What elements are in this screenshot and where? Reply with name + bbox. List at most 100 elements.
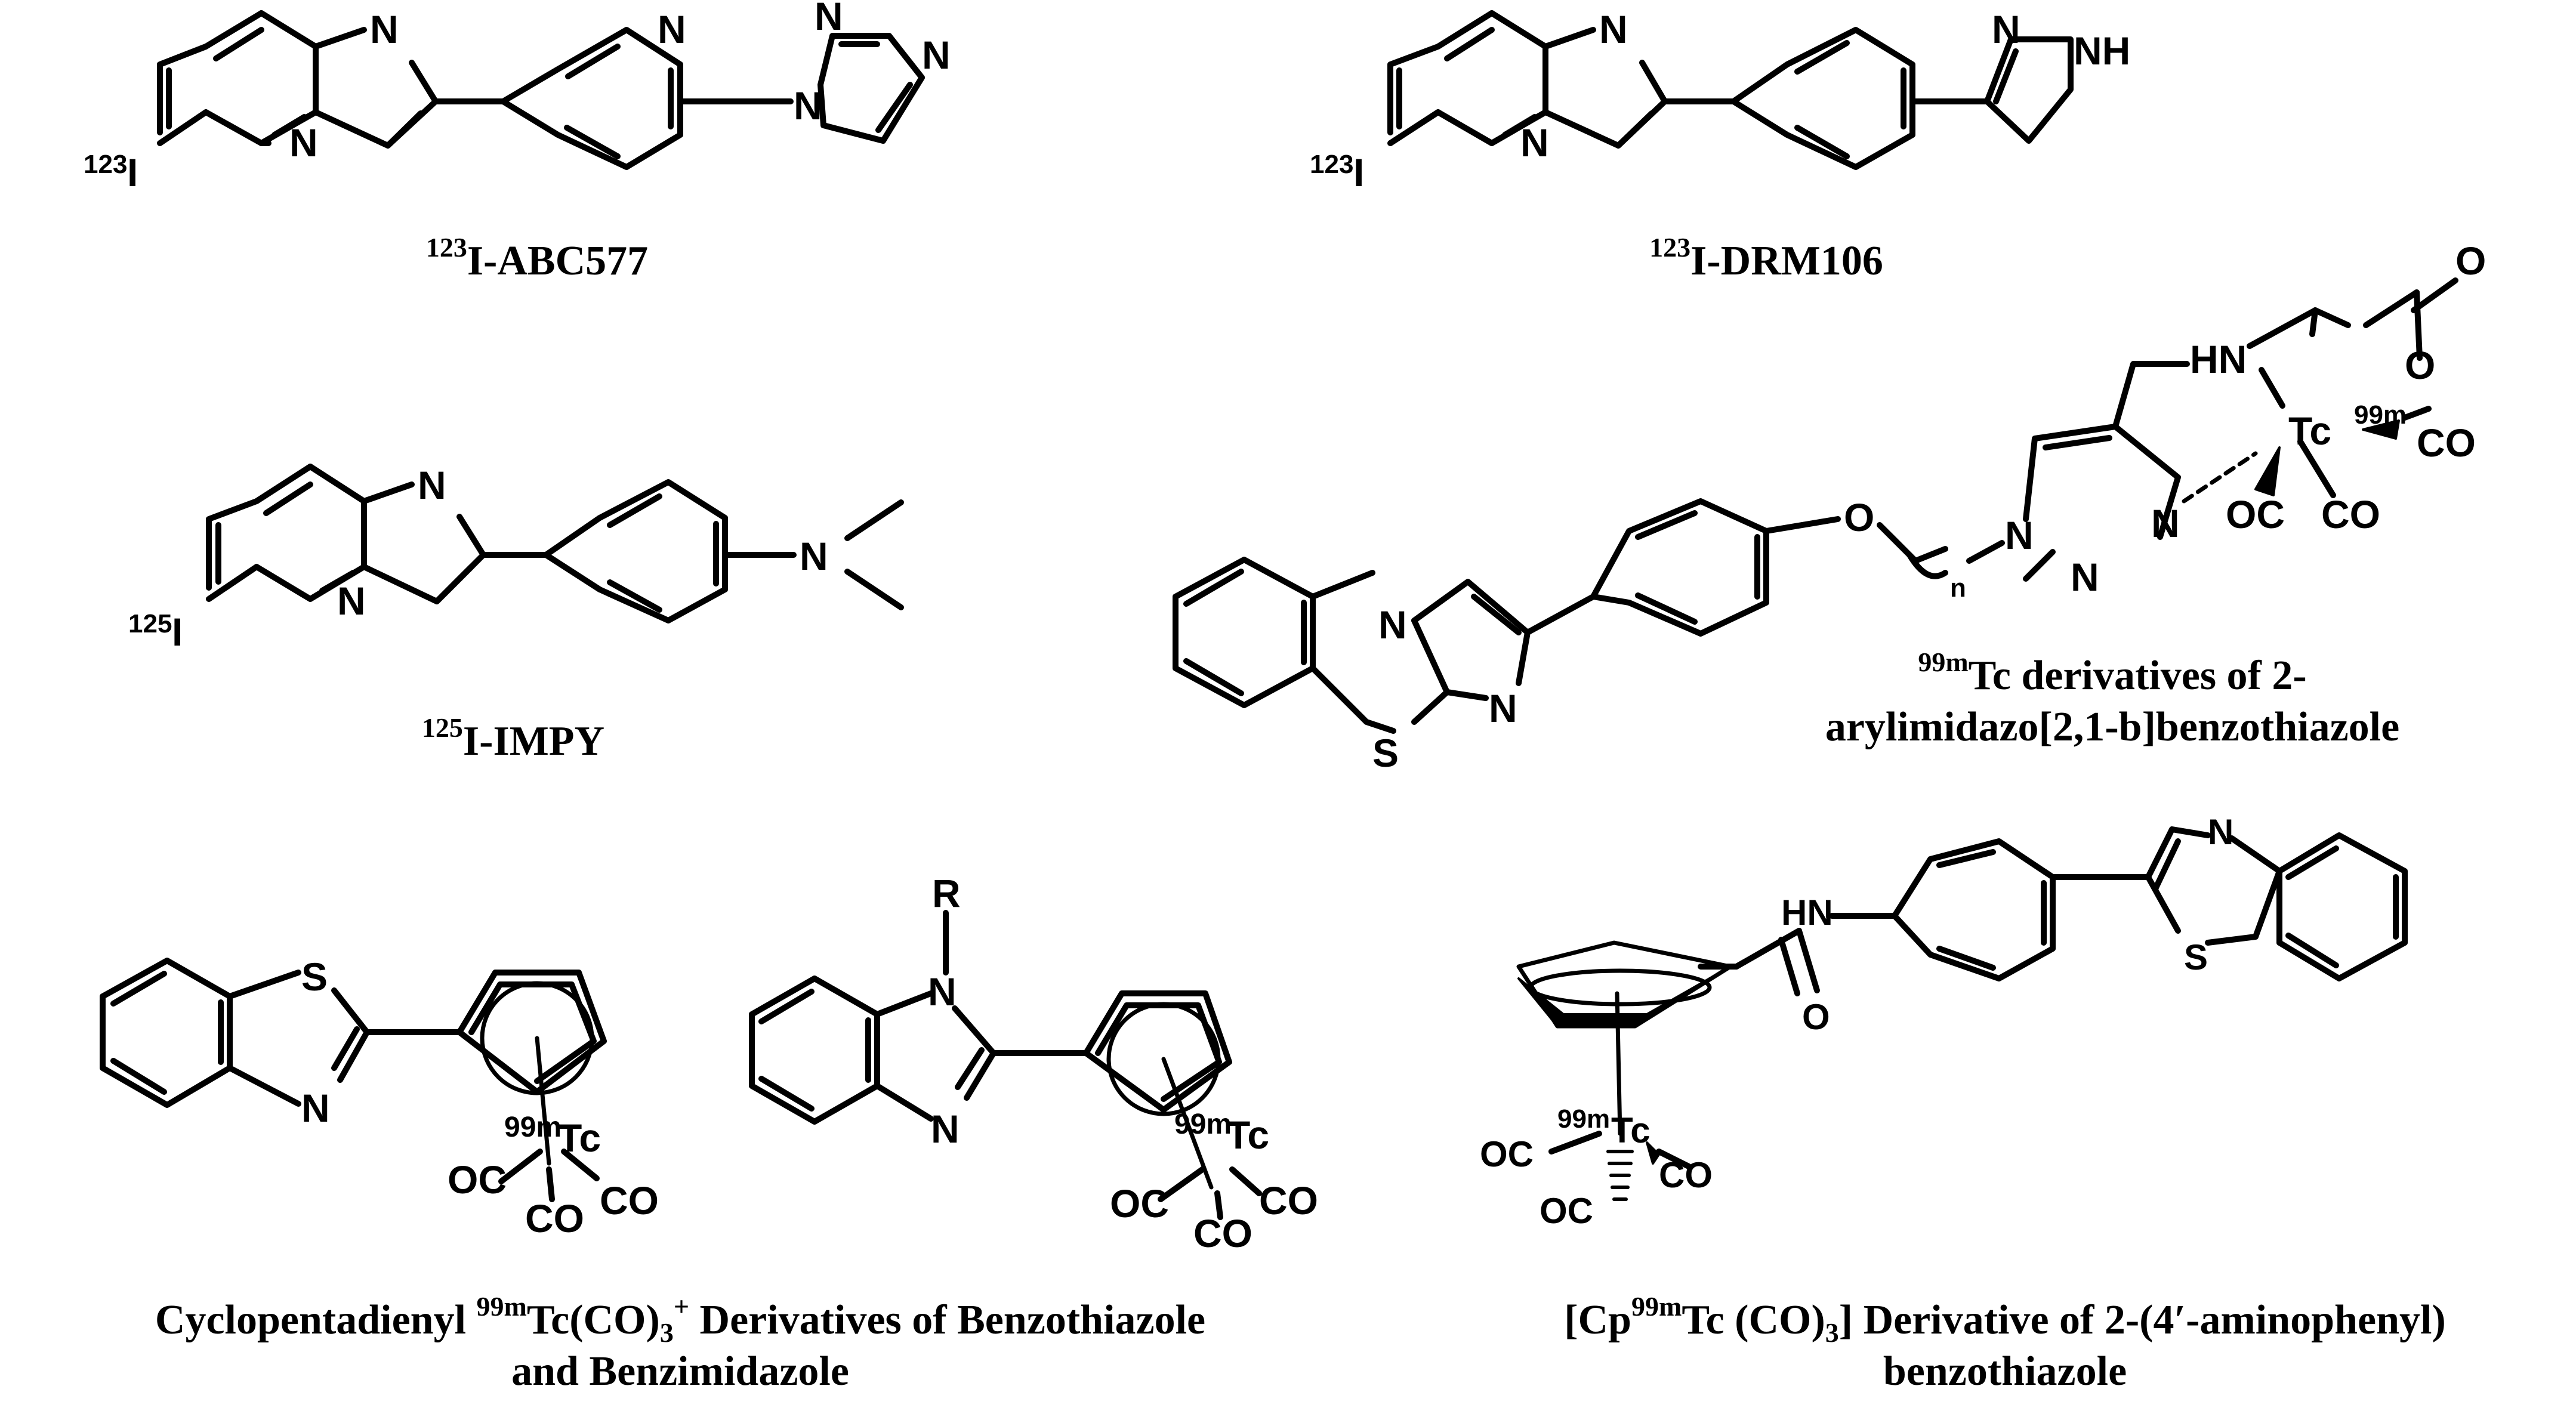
cp-hash-bond xyxy=(1606,1150,1634,1201)
cp-btz-structure xyxy=(100,958,607,1202)
tc-benzothiazole-structure xyxy=(1173,277,2458,734)
abc577-caption: 123I-ABC577 xyxy=(358,234,716,287)
cpa-co-2: CO xyxy=(1659,1155,1713,1195)
cpz-co-3: CO xyxy=(1259,1178,1318,1223)
drm106-structure xyxy=(1387,10,2074,170)
abc577-n-imidazole: N xyxy=(370,7,399,51)
cp-left-caption: Cyclopentadienyl 99mTc(CO)3+ Derivatives… xyxy=(6,1293,1355,1397)
tcb-o-ester: O xyxy=(2405,343,2435,387)
cpa-s: S xyxy=(2184,937,2208,977)
cp-left-caption-part1: Cyclopentadienyl xyxy=(155,1297,477,1343)
cpb-co-2: CO xyxy=(525,1196,584,1240)
impy-n-bridgehead: N xyxy=(337,579,366,623)
abc577-n-triazole-2: N xyxy=(815,0,843,38)
cpb-tc: Tc xyxy=(558,1116,601,1160)
tcb-o-carbonyl: O xyxy=(2455,239,2486,283)
impy-caption: 125I-IMPY xyxy=(358,714,668,767)
tcb-tc: Tc xyxy=(2288,409,2331,453)
cpa-hn: HN xyxy=(1781,893,1833,933)
cp-left-caption-sup2: + xyxy=(673,1291,690,1322)
cp-right-caption-line2: benzothiazole xyxy=(1883,1348,2127,1394)
abc577-n-bridgehead: N xyxy=(289,121,318,165)
drm106-iodine-mass: 123 xyxy=(1310,150,1353,179)
drm106-n-pyrazole: N xyxy=(1992,7,2020,51)
impy-caption-mass: 125 xyxy=(421,712,463,743)
tcb-co-3: CO xyxy=(2321,492,2380,536)
cpa-co-1: OC xyxy=(1480,1134,1534,1174)
tcb-n-triazole-3: N xyxy=(2151,501,2180,545)
cp-amide-structure xyxy=(1516,826,2408,1169)
impy-structure xyxy=(206,464,904,623)
cpa-co-3: OC xyxy=(1540,1191,1593,1231)
abc577-n-triazole-1: N xyxy=(794,84,822,128)
tcb-n-imidazole: N xyxy=(1489,686,1517,730)
tc-benzothiazole-caption-mass: 99m xyxy=(1918,647,1969,677)
cp-left-caption-part3: Derivatives of Benzothiazole xyxy=(689,1297,1206,1343)
cpz-co-1: OC xyxy=(1110,1181,1169,1225)
cp-left-caption-sub: 3 xyxy=(659,1317,674,1348)
drm106-iodine: I xyxy=(1353,150,1364,195)
cp-right-caption-part3: ] Derivative of 2-(4′-aminophenyl) xyxy=(1838,1297,2446,1343)
cp-bzim-structure xyxy=(749,910,1262,1220)
tcb-o-ether: O xyxy=(1844,495,1874,539)
cpz-r: R xyxy=(932,871,961,915)
impy-iodine-mass: 125 xyxy=(128,609,172,638)
abc577-structure xyxy=(157,10,925,170)
drm106-n-imidazole: N xyxy=(1599,7,1628,51)
cpb-co-3: CO xyxy=(600,1178,659,1223)
cp-right-caption-line1: [Cp99mTc (CO)3] Derivative of 2-(4′-amin… xyxy=(1462,1293,2548,1348)
cpb-sulfur: S xyxy=(301,955,328,999)
cp-right-caption-sub: 3 xyxy=(1825,1317,1839,1348)
cp-wedge-co xyxy=(1646,1141,1660,1165)
drm106-caption-mass: 123 xyxy=(1649,232,1691,263)
impy-n-imidazole: N xyxy=(418,463,446,507)
impy-caption-name: I-IMPY xyxy=(462,718,605,764)
cpa-n: N xyxy=(2208,812,2233,852)
tc-benzothiazole-caption-text1: Tc derivatives of 2- xyxy=(1968,653,2307,699)
cpz-co-2: CO xyxy=(1193,1211,1252,1255)
tc-wedge-bond-2 xyxy=(2362,419,2400,440)
cp-right-caption-sup1: 99m xyxy=(1631,1291,1682,1322)
cpz-tc: Tc xyxy=(1226,1113,1269,1157)
tcb-co-2: OC xyxy=(2226,492,2285,536)
abc577-caption-mass: 123 xyxy=(425,232,467,263)
tc-benzothiazole-caption-line1: 99mTc derivatives of 2- xyxy=(1730,647,2494,702)
cp-right-caption-part1: [Cp xyxy=(1564,1297,1631,1343)
abc577-n-triazole-3: N xyxy=(922,33,951,77)
tc-benzothiazole-caption: 99mTc derivatives of 2- arylimidazo[2,1-… xyxy=(1730,647,2494,753)
cp-wedge-front xyxy=(1517,965,1732,1027)
tcb-hn: HN xyxy=(2190,337,2247,381)
drm106-nh-pyrazole: NH xyxy=(2074,29,2130,73)
abc577-n-pyridine: N xyxy=(658,7,686,51)
cpa-o: O xyxy=(1802,997,1830,1037)
impy-n-amine: N xyxy=(800,534,828,578)
cp-left-caption-part2: Tc(CO) xyxy=(526,1297,660,1343)
cp-right-caption: [Cp99mTc (CO)3] Derivative of 2-(4′-amin… xyxy=(1462,1293,2548,1397)
cp-left-caption-line2: and Benzimidazole xyxy=(511,1348,849,1394)
tcb-co-1: CO xyxy=(2417,421,2476,465)
abc577-iodine-mass: 123 xyxy=(84,150,127,179)
drm106-caption: 123I-DRM106 xyxy=(1563,234,1969,287)
tcb-n-bridgehead: N xyxy=(1378,603,1407,647)
cp-left-caption-line1: Cyclopentadienyl 99mTc(CO)3+ Derivatives… xyxy=(6,1293,1355,1348)
tcb-chain-n: n xyxy=(1950,573,1966,603)
cpa-tc-mass: 99m xyxy=(1557,1104,1610,1134)
drm106-n-bridgehead: N xyxy=(1520,121,1549,165)
tc-wedge-bond xyxy=(2254,446,2281,496)
cpb-n: N xyxy=(301,1086,330,1130)
tcb-sulfur: S xyxy=(1372,731,1399,775)
abc577-iodine: I xyxy=(127,150,138,195)
cpb-tc-mass: 99m xyxy=(504,1112,562,1143)
drm106-caption-name: I-DRM106 xyxy=(1690,238,1883,284)
impy-iodine: I xyxy=(172,610,183,654)
cp-left-caption-sup1: 99m xyxy=(476,1291,527,1322)
tcb-n-triazole-1: N xyxy=(2005,513,2034,557)
cpa-tc: Tc xyxy=(1611,1110,1651,1150)
cpb-co-1: OC xyxy=(448,1157,507,1202)
cpz-tc-mass: 99m xyxy=(1174,1109,1232,1140)
tc-benzothiazole-caption-line2: arylimidazo[2,1-b]benzothiazole xyxy=(1825,704,2400,750)
cp-right-caption-part2: Tc (CO) xyxy=(1682,1297,1825,1343)
tcb-n-triazole-2: N xyxy=(2071,555,2099,599)
tcb-tc-mass: 99m xyxy=(2354,400,2407,430)
